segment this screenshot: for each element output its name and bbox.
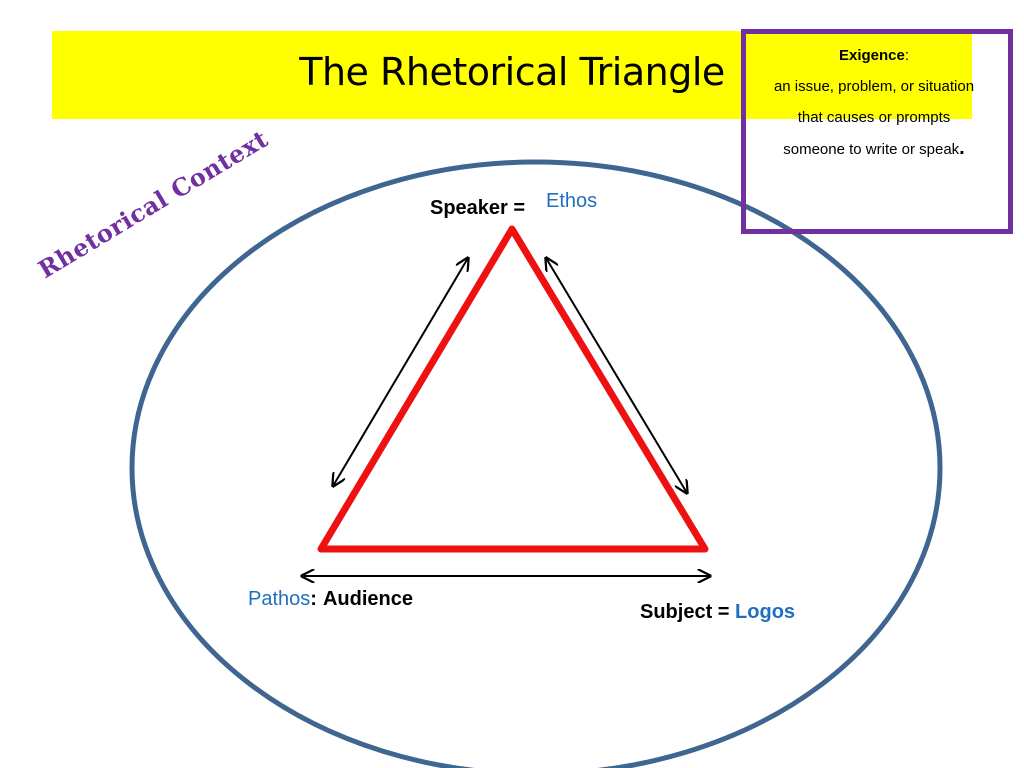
exigence-definition: Exigence: an issue, problem, or situatio…	[745, 40, 1003, 165]
exigence-line-1: an issue, problem, or situation	[773, 78, 975, 95]
subject-text: Subject =	[640, 601, 730, 623]
pathos-text: Pathos	[248, 588, 311, 610]
audience-label: Pathos:Audience	[248, 588, 413, 611]
speaker-audience-arrow	[333, 258, 468, 486]
exigence-colon: :	[904, 47, 910, 64]
exigence-heading: Exigence	[838, 47, 905, 64]
speaker-label: Speaker =	[430, 197, 525, 220]
audience-colon: :	[310, 588, 317, 610]
page-title: The Rhetorical Triangle	[299, 50, 725, 94]
audience-text: Audience	[322, 588, 413, 610]
rhetorical-triangle	[317, 225, 709, 553]
title-banner	[52, 31, 972, 119]
exigence-line-3: someone to write or speak	[783, 141, 960, 158]
speaker-subject-arrow	[546, 258, 687, 493]
exigence-box	[741, 29, 1013, 234]
speaker-text: Speaker =	[430, 197, 526, 219]
exigence-line-2: that causes or prompts	[797, 109, 951, 126]
ethos-label: Ethos	[546, 190, 598, 212]
subject-label: Subject = Logos	[640, 601, 795, 624]
exigence-period: .	[959, 137, 965, 159]
context-ellipse	[129, 159, 943, 768]
logos-text: Logos	[735, 601, 796, 623]
